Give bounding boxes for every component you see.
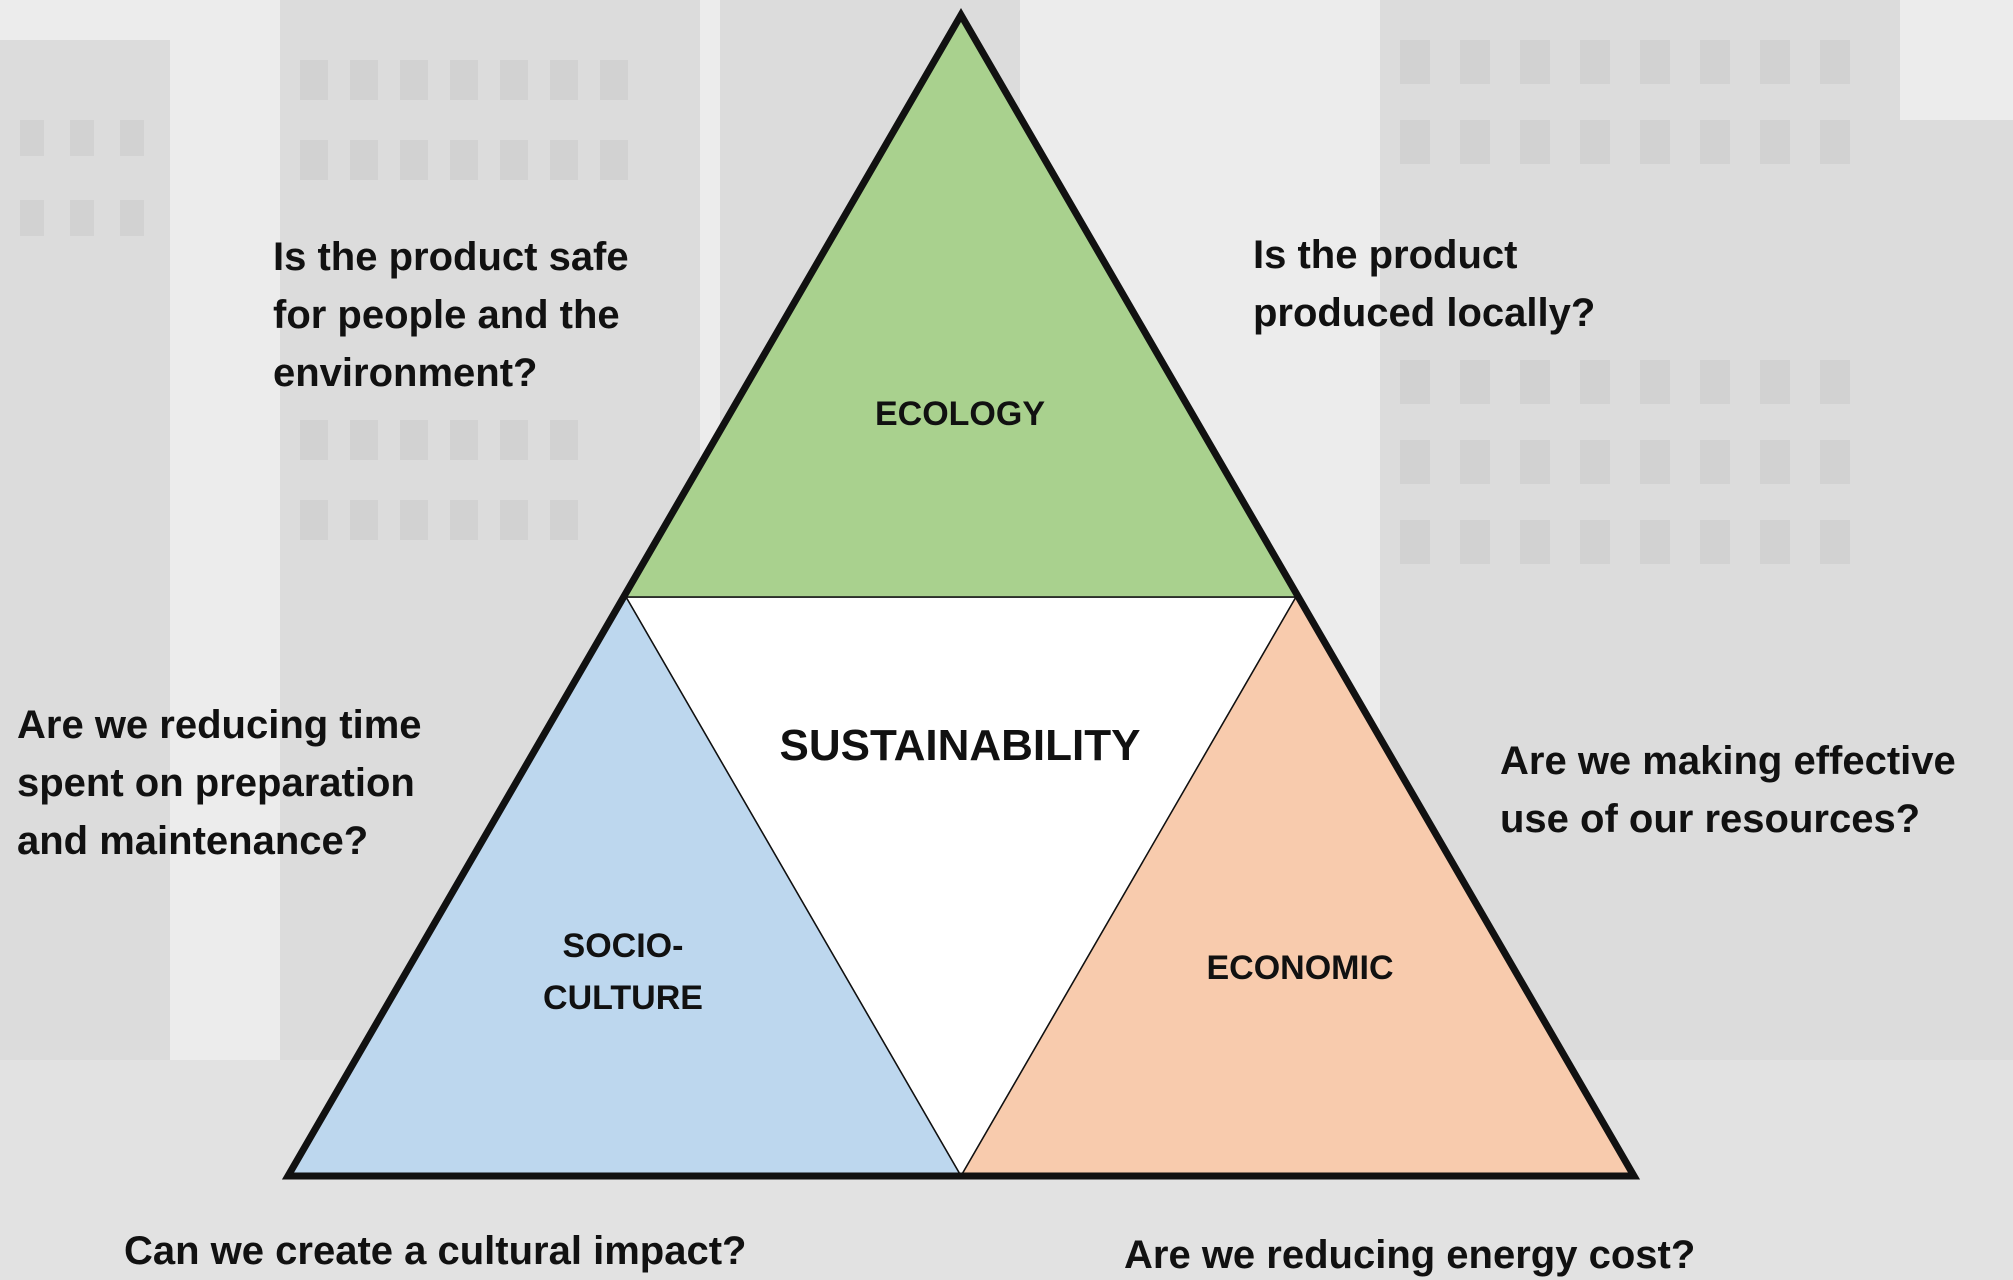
question-mid-left: Are we reducing time spent on preparatio… bbox=[17, 703, 422, 863]
economic-label: ECONOMIC bbox=[1206, 949, 1394, 987]
socio-culture-label: SOCIO- CULTURE bbox=[543, 927, 703, 1017]
sustainability-label: SUSTAINABILITY bbox=[779, 721, 1141, 770]
question-mid-right: Are we making effective use of our resou… bbox=[1500, 739, 1956, 841]
question-bottom-left: Can we create a cultural impact? bbox=[124, 1229, 747, 1273]
question-top-right: Is the product produced locally? bbox=[1253, 233, 1596, 335]
ecology-triangle bbox=[624, 13, 1298, 598]
question-top-left: Is the product safe for people and the e… bbox=[273, 235, 629, 395]
outer-triangle-outline bbox=[281, 8, 1641, 1180]
ecology-label: ECOLOGY bbox=[874, 395, 1046, 433]
question-bottom-right: Are we reducing energy cost? bbox=[1124, 1233, 1696, 1277]
